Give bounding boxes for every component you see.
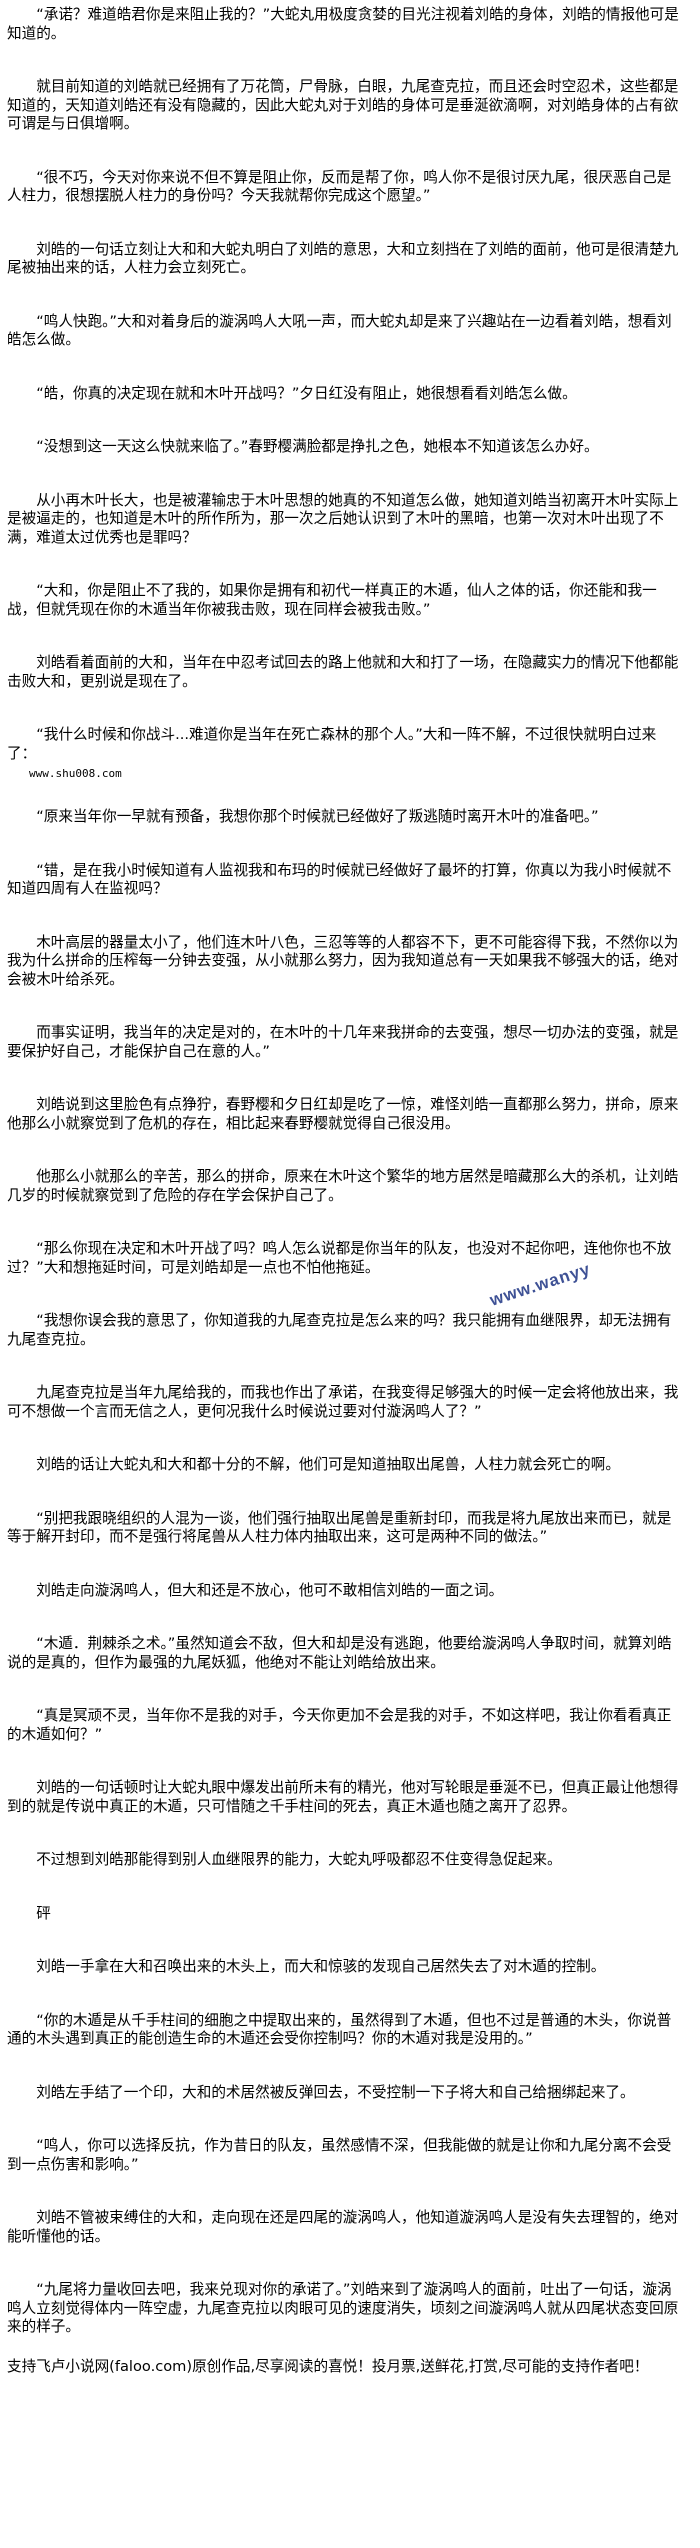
paragraph-text: “我什么时候和你战斗...难道你是当年在死亡森林的那个人。”大和一阵不解，不过很… xyxy=(7,726,657,762)
paragraph: 他那么小就那么的辛苦，那么的拼命，原来在木叶这个繁华的地方居然是暗藏那么大的杀机… xyxy=(7,1168,685,1205)
paragraph: “鸣人快跑。”大和对着身后的漩涡鸣人大吼一声，而大蛇丸却是来了兴趣站在一边看着刘… xyxy=(7,313,685,350)
paragraph-text: “真是冥顽不灵，当年你不是我的对手，今天你更加不会是我的对手，不如这样吧，我让你… xyxy=(7,1707,672,1743)
source-url: www.shu008.com xyxy=(29,767,122,780)
paragraph: 不过想到刘皓那能得到别人血继限界的能力，大蛇丸呼吸都忍不住变得急促起来。 xyxy=(7,1851,685,1870)
paragraph-text: 刘皓的话让大蛇丸和大和都十分的不解，他们可是知道抽取出尾兽，人柱力就会死亡的啊。 xyxy=(36,1456,620,1473)
paragraph-text: “承诺？难道皓君你是来阻止我的？”大蛇丸用极度贪婪的目光注视着刘皓的身体，刘皓的… xyxy=(7,6,679,42)
paragraph-text: “别把我跟晓组织的人混为一谈，他们强行抽取出尾兽是重新封印，而我是将九尾放出来而… xyxy=(7,1509,672,1546)
paragraph: 就目前知道的刘皓就已经拥有了万花筒，尸骨脉，白眼，九尾查克拉，而且还会时空忍术，… xyxy=(7,78,685,134)
paragraph-text: “鸣人快跑。”大和对着身后的漩涡鸣人大吼一声，而大蛇丸却是来了兴趣站在一边看着刘… xyxy=(7,312,672,349)
paragraph: 刘皓左手结了一个印，大和的术居然被反弹回去，不受控制一下子将大和自己给捆绑起来了… xyxy=(7,2084,685,2103)
paragraph-text: 砰 xyxy=(36,1904,51,1922)
paragraph: 砰 xyxy=(7,1905,685,1924)
paragraph: “木遁．荆棘杀之术。”虽然知道会不敌，但大和却是没有逃跑，他要给漩涡鸣人争取时间… xyxy=(7,1635,685,1672)
paragraph: “很不巧，今天对你来说不但不算是阻止你，反而是帮了你，鸣人你不是很讨厌九尾，很厌… xyxy=(7,169,685,206)
paragraph-text: “鸣人，你可以选择反抗，作为昔日的队友，虽然感情不深，但我能做的就是让你和九尾分… xyxy=(7,2137,672,2173)
paragraph: “大和，你是阻止不了我的，如果你是拥有和初代一样真正的木遁，仙人之体的话，你还能… xyxy=(7,582,685,619)
paragraph: 而事实证明，我当年的决定是对的，在木叶的十几年来我拼命的去变强，想尽一切办法的变… xyxy=(7,1024,685,1061)
paragraph-text: “皓，你真的决定现在就和木叶开战吗？”夕日红没有阻止，她很想看看刘皓怎么做。 xyxy=(36,384,577,402)
paragraph-text: “很不巧，今天对你来说不但不算是阻止你，反而是帮了你，鸣人你不是很讨厌九尾，很厌… xyxy=(7,168,672,205)
paragraph-text: 木叶高层的器量太小了，他们连木叶八色，三忍等等的人都容不下，更不可能容得下我，不… xyxy=(7,933,679,988)
paragraph-text: 刘皓的一句话顿时让大蛇丸眼中爆发出前所未有的精光，他对写轮眼是垂涎不已，但真正最… xyxy=(7,1779,679,1815)
paragraph: “错，是在我小时候知道有人监视我和布玛的时候就已经做好了最坏的打算，你真以为我小… xyxy=(7,862,685,899)
paragraph-text: 刘皓不管被束缚住的大和，走向现在还是四尾的漩涡鸣人，他知道漩涡鸣人是没有失去理智… xyxy=(7,2209,679,2245)
paragraph-text: 九尾查克拉是当年九尾给我的，而我也作出了承诺，在我变得足够强大的时候一定会将他放… xyxy=(7,1384,679,1420)
paragraph-text: “那么你现在决定和木叶开战了吗？鸣人怎么说都是你当年的队友，也没对不起你吧，连他… xyxy=(7,1240,672,1276)
paragraph: 刘皓一手拿在大和召唤出来的木头上，而大和惊骇的发现自己居然失去了对木遁的控制。 xyxy=(7,1958,685,1977)
paragraph-text: 刘皓的一句话立刻让大和和大蛇丸明白了刘皓的意思，大和立刻挡在了刘皓的面前，他可是… xyxy=(7,240,679,277)
paragraph: “我什么时候和你战斗...难道你是当年在死亡森林的那个人。”大和一阵不解，不过很… xyxy=(7,726,685,783)
paragraph: “九尾将力量收回去吧，我来兑现对你的承诺了。”刘皓来到了漩涡鸣人的面前，吐出了一… xyxy=(7,2281,685,2337)
paragraph-text: “你的木遁是从千手柱间的细胞之中提取出来的，虽然得到了木遁，但也不过是普通的木头… xyxy=(7,2011,672,2048)
paragraph-text: 刘皓走向漩涡鸣人，但大和还是不放心，他可不敢相信刘皓的一面之词。 xyxy=(36,1581,504,1599)
paragraph-text: 从小再木叶长大，也是被灌输忠于木叶思想的她真的不知道怎么做，她知道刘皓当初离开木… xyxy=(7,491,679,546)
paragraph: 木叶高层的器量太小了，他们连木叶八色，三忍等等的人都容不下，更不可能容得下我，不… xyxy=(7,934,685,990)
paragraph: 刘皓的一句话立刻让大和和大蛇丸明白了刘皓的意思，大和立刻挡在了刘皓的面前，他可是… xyxy=(7,241,685,278)
paragraph-text: 他那么小就那么的辛苦，那么的拼命，原来在木叶这个繁华的地方居然是暗藏那么大的杀机… xyxy=(7,1168,679,1204)
article-body: “承诺？难道皓君你是来阻止我的？”大蛇丸用极度贪婪的目光注视着刘皓的身体，刘皓的… xyxy=(7,6,685,2391)
paragraph-text: 而事实证明，我当年的决定是对的，在木叶的十几年来我拼命的去变强，想尽一切办法的变… xyxy=(7,1024,679,1060)
footer-note: 支持飞卢小说网(faloo.com)原创作品,尽享阅读的喜悦！投月票,送鲜花,打… xyxy=(7,2357,649,2375)
paragraph: “真是冥顽不灵，当年你不是我的对手，今天你更加不会是我的对手，不如这样吧，我让你… xyxy=(7,1707,685,1744)
paragraph: “承诺？难道皓君你是来阻止我的？”大蛇丸用极度贪婪的目光注视着刘皓的身体，刘皓的… xyxy=(7,6,685,43)
paragraph-text: 就目前知道的刘皓就已经拥有了万花筒，尸骨脉，白眼，九尾查克拉，而且还会时空忍术，… xyxy=(7,78,679,132)
paragraph-text: “原来当年你一早就有预备，我想你那个时候就已经做好了叛逃随时离开木叶的准备吧。” xyxy=(36,808,599,825)
paragraph: 从小再木叶长大，也是被灌输忠于木叶思想的她真的不知道怎么做，她知道刘皓当初离开木… xyxy=(7,492,685,548)
paragraph: “我想你误会我的意思了，你知道我的九尾查克拉是怎么来的吗？我只能拥有血继限界，却… xyxy=(7,1312,685,1349)
paragraph-text: 刘皓左手结了一个印，大和的术居然被反弹回去，不受控制一下子将大和自己给捆绑起来了… xyxy=(36,2083,635,2101)
paragraph-text: “木遁．荆棘杀之术。”虽然知道会不敌，但大和却是没有逃跑，他要给漩涡鸣人争取时间… xyxy=(7,1635,672,1671)
paragraph: 刘皓看着面前的大和，当年在中忍考试回去的路上他就和大和打了一场，在隐藏实力的情况… xyxy=(7,654,685,691)
paragraph: 刘皓说到这里脸色有点狰狞，春野樱和夕日红却是吃了一惊，难怪刘皓一直都那么努力，拼… xyxy=(7,1096,685,1133)
paragraph: “那么你现在决定和木叶开战了吗？鸣人怎么说都是你当年的队友，也没对不起你吧，连他… xyxy=(7,1240,685,1277)
paragraph-text: “我想你误会我的意思了，你知道我的九尾查克拉是怎么来的吗？我只能拥有血继限界，却… xyxy=(7,1312,672,1348)
paragraph-text: “没想到这一天这么快就来临了。”春野樱满脸都是挣扎之色，她根本不知道该怎么办好。 xyxy=(36,438,599,455)
paragraph-text: “九尾将力量收回去吧，我来兑现对你的承诺了。”刘皓来到了漩涡鸣人的面前，吐出了一… xyxy=(7,2281,679,2335)
paragraph: 刘皓的话让大蛇丸和大和都十分的不解，他们可是知道抽取出尾兽，人柱力就会死亡的啊。 xyxy=(7,1456,685,1475)
paragraph: “没想到这一天这么快就来临了。”春野樱满脸都是挣扎之色，她根本不知道该怎么办好。 xyxy=(7,438,685,457)
paragraph: “原来当年你一早就有预备，我想你那个时候就已经做好了叛逃随时离开木叶的准备吧。” xyxy=(7,808,685,827)
paragraph: 刘皓不管被束缚住的大和，走向现在还是四尾的漩涡鸣人，他知道漩涡鸣人是没有失去理智… xyxy=(7,2209,685,2246)
paragraph-text: 刘皓看着面前的大和，当年在中忍考试回去的路上他就和大和打了一场，在隐藏实力的情况… xyxy=(7,654,679,690)
paragraph: “皓，你真的决定现在就和木叶开战吗？”夕日红没有阻止，她很想看看刘皓怎么做。 xyxy=(7,385,685,404)
paragraph: 九尾查克拉是当年九尾给我的，而我也作出了承诺，在我变得足够强大的时候一定会将他放… xyxy=(7,1384,685,1421)
paragraph-text: “错，是在我小时候知道有人监视我和布玛的时候就已经做好了最坏的打算，你真以为我小… xyxy=(7,861,672,898)
paragraph-text: 不过想到刘皓那能得到别人血继限界的能力，大蛇丸呼吸都忍不住变得急促起来。 xyxy=(36,1851,562,1868)
paragraph: 刘皓走向漩涡鸣人，但大和还是不放心，他可不敢相信刘皓的一面之词。 xyxy=(7,1582,685,1601)
paragraph-text: “大和，你是阻止不了我的，如果你是拥有和初代一样真正的木遁，仙人之体的话，你还能… xyxy=(7,582,657,618)
paragraph-text: 刘皓说到这里脸色有点狰狞，春野樱和夕日红却是吃了一惊，难怪刘皓一直都那么努力，拼… xyxy=(7,1096,679,1132)
paragraph-text: 刘皓一手拿在大和召唤出来的木头上，而大和惊骇的发现自己居然失去了对木遁的控制。 xyxy=(36,1958,606,1975)
paragraph: “你的木遁是从千手柱间的细胞之中提取出来的，虽然得到了木遁，但也不过是普通的木头… xyxy=(7,2012,685,2049)
paragraph: “鸣人，你可以选择反抗，作为昔日的队友，虽然感情不深，但我能做的就是让你和九尾分… xyxy=(7,2137,685,2174)
paragraph: 刘皓的一句话顿时让大蛇丸眼中爆发出前所未有的精光，他对写轮眼是垂涎不已，但真正最… xyxy=(7,1779,685,1816)
paragraph: “别把我跟晓组织的人混为一谈，他们强行抽取出尾兽是重新封印，而我是将九尾放出来而… xyxy=(7,1510,685,1547)
